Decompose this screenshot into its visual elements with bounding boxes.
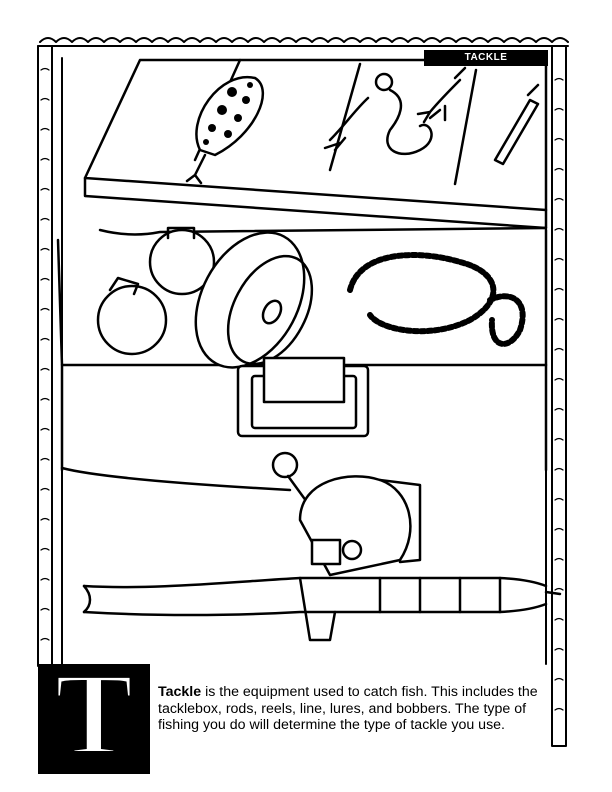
- description-term: Tackle: [158, 684, 202, 700]
- tackle-box-body: [56, 226, 548, 472]
- bobber: [96, 226, 216, 356]
- frame-top-scallop: [39, 37, 569, 43]
- fly-lure: [416, 66, 467, 124]
- spoon-lure: [185, 75, 265, 185]
- description-text: is the equipment used to catch fish. Thi…: [158, 684, 538, 733]
- tackle-box-lid: [83, 58, 548, 230]
- line-spool: [194, 231, 314, 369]
- grub-lure: [323, 72, 433, 156]
- frame-wave-marks: [40, 67, 564, 711]
- drop-cap-letter: T: [53, 648, 136, 779]
- section-tag: TACKLE: [424, 50, 548, 66]
- rope-coil: [347, 252, 526, 347]
- spincast-reel: [60, 451, 422, 577]
- description-paragraph: Tackle is the equipment used to catch fi…: [158, 684, 554, 734]
- rod-tip-piece: [493, 83, 540, 166]
- fishing-rod: [82, 576, 562, 642]
- tackle-box-latch: [236, 356, 370, 438]
- drop-cap-block: T: [38, 652, 150, 776]
